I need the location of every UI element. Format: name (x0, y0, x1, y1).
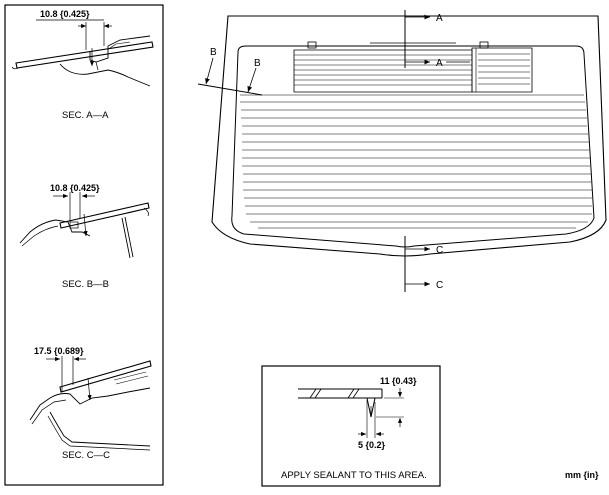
sealant-detail-box (261, 365, 441, 487)
section-cc-dimension: 17.5 {0.689} (34, 346, 84, 356)
sealant-detail-drawing (298, 388, 404, 438)
section-bb-dimension: 10.8 {0.425} (50, 183, 100, 193)
section-cc-drawing (29, 356, 152, 451)
sections-panel (4, 4, 164, 486)
marker-b-right: B (254, 58, 261, 69)
marker-a-mid: A (436, 58, 443, 69)
section-aa-caption: SEC. A—A (62, 110, 109, 121)
sealant-height-dimension: 11 {0.43} (380, 376, 417, 386)
sealant-width-dimension: 5 {0.2} (358, 440, 386, 450)
section-bb-caption: SEC. B—B (62, 279, 109, 290)
defroster-lines (240, 94, 592, 229)
section-aa-dimension: 10.8 {0.425} (40, 9, 90, 19)
units-label: mm {in} (565, 470, 599, 480)
marker-b-left: B (210, 47, 217, 58)
upper-band-lines (294, 53, 530, 86)
marker-a-top: A (436, 13, 443, 24)
section-aa-drawing (11, 19, 154, 87)
section-bb-drawing (19, 192, 150, 259)
section-cc-caption: SEC. C—C (62, 450, 110, 461)
marker-c-bottom: C (436, 280, 443, 291)
sealant-note: APPLY SEALANT TO THIS AREA. (281, 470, 427, 481)
rear-window-glass (197, 10, 607, 292)
marker-c-mid: C (436, 245, 443, 256)
